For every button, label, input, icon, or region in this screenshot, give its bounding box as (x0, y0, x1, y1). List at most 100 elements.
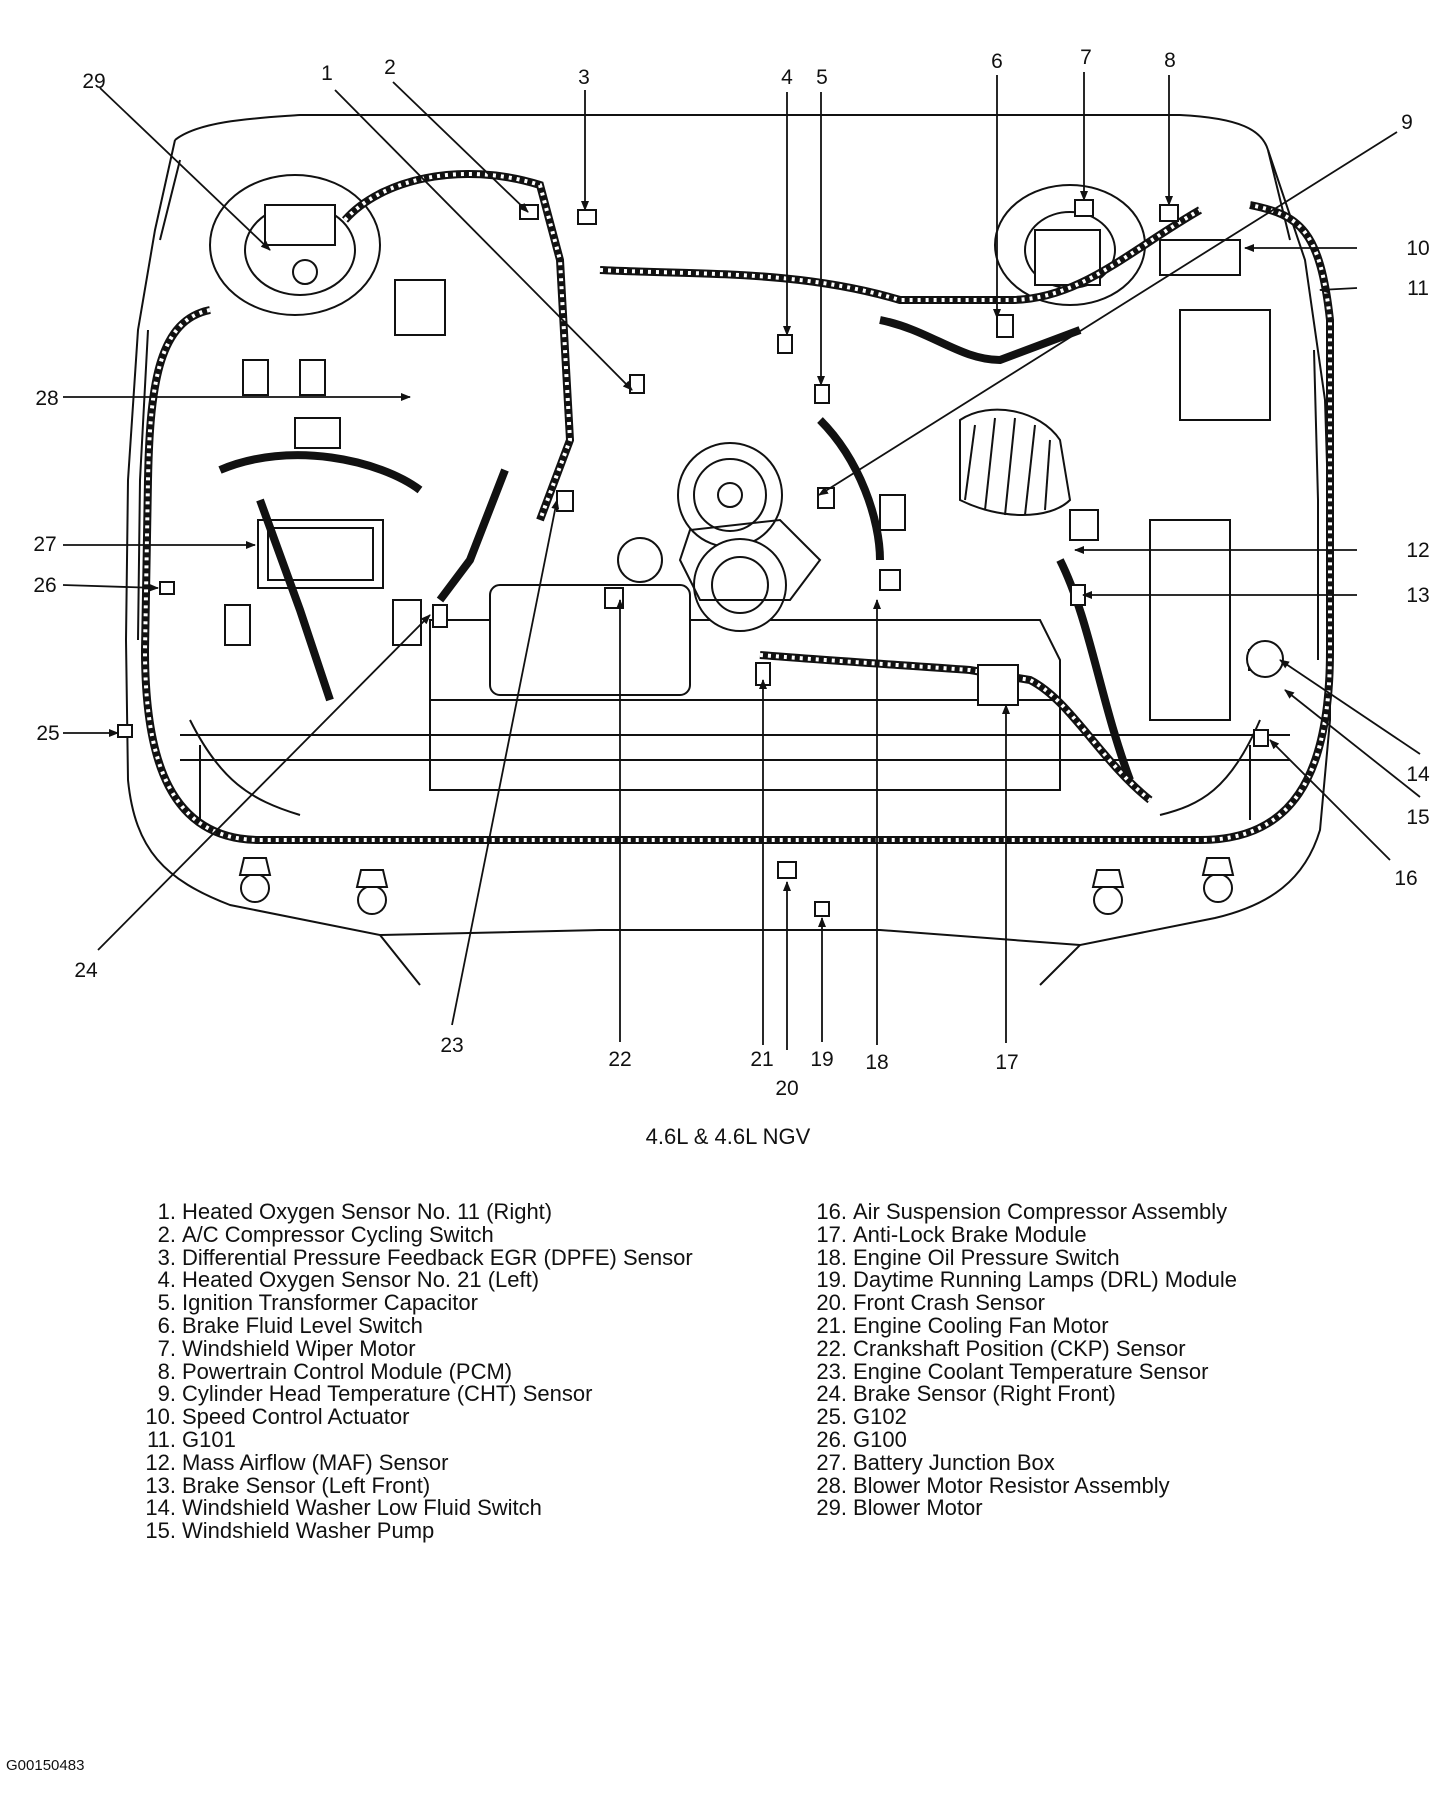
legend-item: 13.Brake Sensor (Left Front) (142, 1472, 693, 1498)
legend-item: 16.Air Suspension Compressor Assembly (812, 1199, 1237, 1224)
legend-number: 13. (145, 1472, 176, 1498)
leader-29 (99, 87, 271, 251)
legend-number: 5. (157, 1290, 176, 1316)
legend-label: Brake Fluid Level Switch (182, 1312, 423, 1338)
air-intake-duct (959, 408, 1231, 721)
legend-number: 19. (816, 1267, 847, 1293)
legend-item: 28.Blower Motor Resistor Assembly (812, 1472, 1237, 1498)
callout-4: 4 (781, 66, 793, 89)
legend-label: A/C Compressor Cycling Switch (182, 1221, 494, 1247)
legend-label: Front Crash Sensor (853, 1290, 1045, 1316)
legend-label: Cylinder Head Temperature (CHT) Sensor (182, 1381, 593, 1407)
leader-lines (62, 72, 1421, 1050)
legend-label: Daytime Running Lamps (DRL) Module (853, 1267, 1237, 1293)
callout-11: 11 (1407, 277, 1429, 300)
leader-11 (1319, 285, 1358, 294)
legend-label: Brake Sensor (Right Front) (853, 1381, 1116, 1407)
callout-23: 23 (440, 1034, 463, 1057)
legend-number: 2. (157, 1221, 176, 1247)
legend-item: 20.Front Crash Sensor (812, 1290, 1237, 1316)
legend-item: 18.Engine Oil Pressure Switch (812, 1244, 1237, 1270)
legend-label: G101 (182, 1426, 236, 1452)
legend-item: 10.Speed Control Actuator (142, 1404, 693, 1430)
legend-label: G100 (853, 1426, 907, 1452)
legend-number: 26. (816, 1426, 847, 1452)
legend-number: 24. (816, 1381, 847, 1407)
engine-compartment-diagram: 1 2 3 4 5 6 7 8 9 10 11 12 13 14 15 16 1… (33, 46, 1430, 1100)
legend-number: 7. (157, 1335, 176, 1361)
callout-19: 19 (810, 1048, 833, 1071)
legend-label: Engine Oil Pressure Switch (853, 1244, 1120, 1270)
legend-label: Ignition Transformer Capacitor (182, 1290, 478, 1316)
wiring-harness-inner (142, 172, 1332, 842)
component-legend-right: 16.Air Suspension Compressor Assembly 17… (812, 1199, 1237, 1521)
legend-label: G102 (853, 1404, 907, 1430)
legend-label: Heated Oxygen Sensor No. 11 (Right) (182, 1199, 553, 1224)
callout-22: 22 (608, 1048, 631, 1071)
leader-24 (97, 614, 431, 951)
legend-item: 26.G100 (812, 1426, 1237, 1452)
legend-number: 17. (816, 1221, 847, 1247)
legend-label: Blower Motor Resistor Assembly (853, 1472, 1170, 1498)
callout-8: 8 (1164, 49, 1176, 72)
callout-numbers: 1 2 3 4 5 6 7 8 9 10 11 12 13 14 15 16 1… (33, 46, 1430, 1100)
component-legend-left: 1.Heated Oxygen Sensor No. 11 (Right) 2.… (142, 1199, 693, 1544)
legend-number: 18. (816, 1244, 847, 1270)
legend-number: 11. (147, 1426, 176, 1452)
leader-23 (451, 499, 560, 1026)
legend-number: 12. (145, 1449, 176, 1475)
legend-item: 9.Cylinder Head Temperature (CHT) Sensor (142, 1383, 693, 1406)
callout-28: 28 (35, 387, 58, 410)
legend-label: Air Suspension Compressor Assembly (853, 1199, 1228, 1224)
legend-item: 8.Powertrain Control Module (PCM) (142, 1360, 693, 1384)
leader-2 (392, 81, 529, 213)
legend-number: 10. (145, 1404, 176, 1430)
legend-label: Engine Coolant Temperature Sensor (853, 1358, 1209, 1384)
callout-14: 14 (1406, 763, 1430, 786)
legend-number: 21. (816, 1312, 847, 1338)
callout-12: 12 (1406, 539, 1429, 562)
callout-21: 21 (750, 1048, 773, 1071)
legend-number: 20. (816, 1290, 847, 1316)
callout-9: 9 (1401, 111, 1413, 134)
callout-2: 2 (384, 56, 396, 79)
legend-number: 22. (816, 1335, 847, 1361)
legend-item: 27.Battery Junction Box (812, 1449, 1237, 1475)
legend-number: 9. (157, 1381, 176, 1407)
engine-pulleys (489, 442, 822, 696)
legend-number: 29. (816, 1495, 847, 1521)
legend-number: 15. (145, 1518, 176, 1544)
leader-9 (818, 131, 1398, 496)
legend-item: 25.G102 (812, 1404, 1237, 1430)
legend-item: 21.Engine Cooling Fan Motor (812, 1312, 1237, 1338)
legend-item: 17.Anti-Lock Brake Module (812, 1221, 1237, 1247)
legend-label: Speed Control Actuator (182, 1404, 410, 1430)
legend-number: 28. (816, 1472, 847, 1498)
legend-item: 3.Differential Pressure Feedback EGR (DP… (142, 1244, 693, 1270)
legend-label: Heated Oxygen Sensor No. 21 (Left) (182, 1267, 540, 1293)
callout-5: 5 (816, 66, 828, 89)
leader-14 (1279, 659, 1421, 755)
legend-item: 14.Windshield Washer Low Fluid Switch (142, 1497, 693, 1520)
legend-number: 1. (157, 1199, 176, 1224)
callout-7: 7 (1080, 46, 1092, 69)
legend-item: 12.Mass Airflow (MAF) Sensor (142, 1449, 693, 1475)
callout-1: 1 (321, 62, 333, 85)
legend-item: 23.Engine Coolant Temperature Sensor (812, 1358, 1237, 1384)
radiator-support (180, 619, 1290, 820)
callout-10: 10 (1406, 237, 1429, 260)
callout-27: 27 (33, 533, 56, 556)
legend-label: Differential Pressure Feedback EGR (DPFE… (182, 1244, 693, 1270)
legend-item: 4.Heated Oxygen Sensor No. 21 (Left) (142, 1269, 693, 1292)
legend-number: 14. (145, 1495, 176, 1521)
legend-number: 6. (157, 1312, 176, 1338)
legend-label: Battery Junction Box (853, 1449, 1055, 1475)
legend-label: Blower Motor (853, 1495, 983, 1521)
legend-number: 3. (157, 1244, 176, 1270)
callout-3: 3 (578, 66, 590, 89)
legend-item: 6.Brake Fluid Level Switch (142, 1312, 693, 1338)
callout-20: 20 (775, 1077, 798, 1100)
legend-label: Mass Airflow (MAF) Sensor (182, 1449, 449, 1475)
wiper-motor (994, 184, 1271, 421)
legend-item: 24.Brake Sensor (Right Front) (812, 1383, 1237, 1406)
